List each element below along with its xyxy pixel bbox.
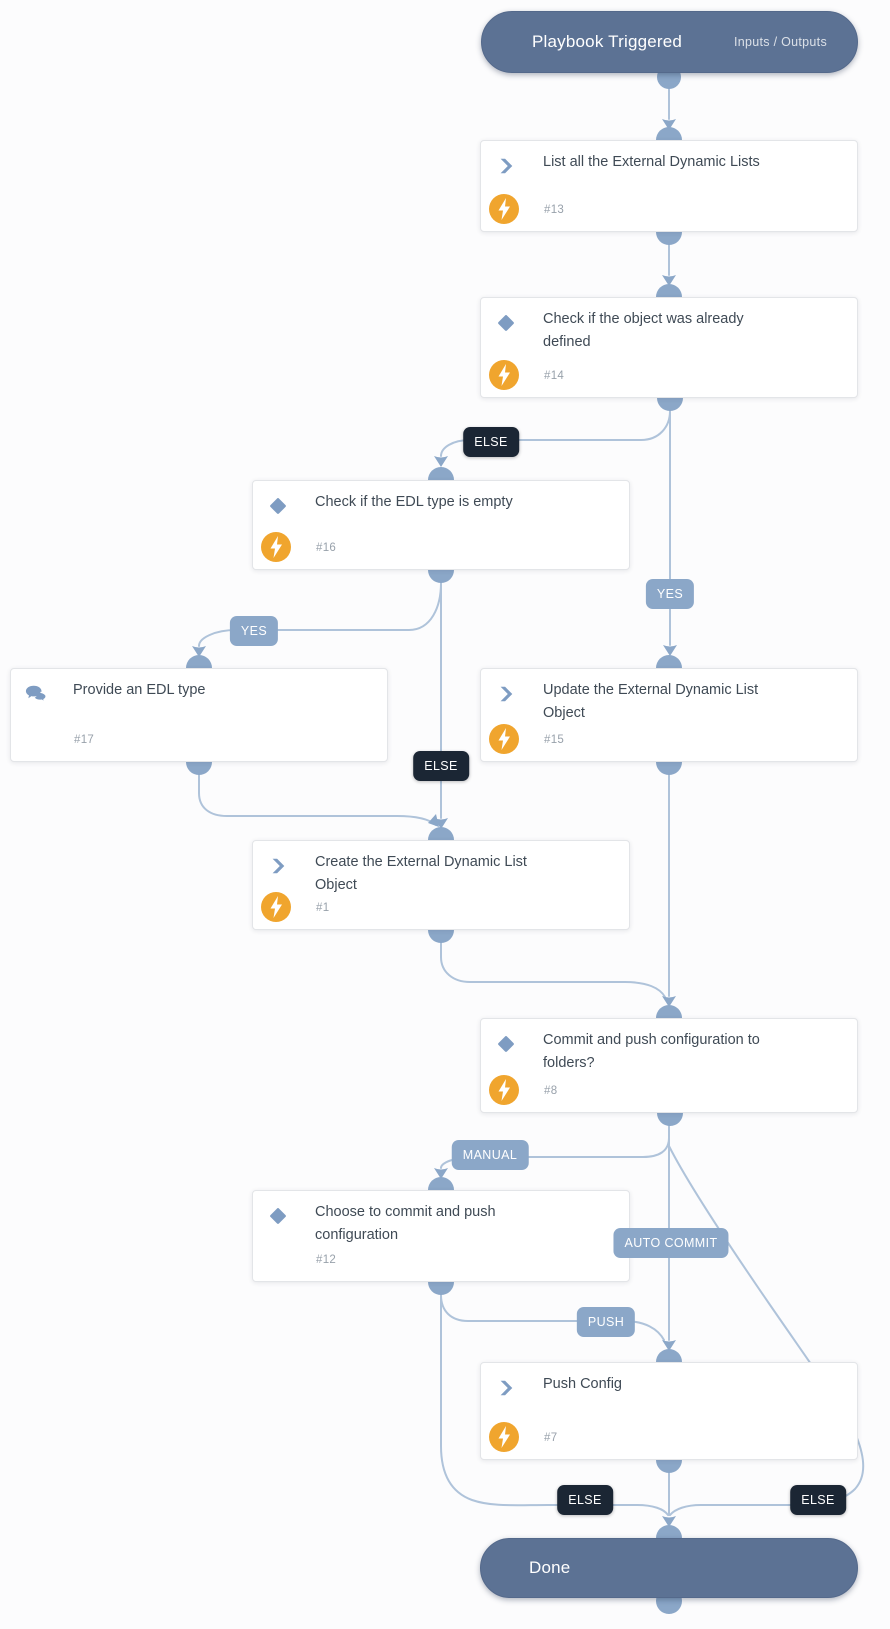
task-title: Check if the object was already defined	[543, 311, 744, 350]
task-id: #1	[316, 902, 330, 914]
task-node-16[interactable]: Check if the EDL type is empty #16	[252, 480, 630, 570]
condition-icon	[267, 1205, 289, 1227]
task-title: Commit and push configuration to folders…	[543, 1032, 760, 1071]
task-node-17[interactable]: Provide an EDL type #17	[10, 668, 388, 762]
task-title: List all the External Dynamic Lists	[543, 154, 760, 170]
task-title: Choose to commit and push configuration	[315, 1204, 496, 1243]
task-node-1[interactable]: Create the External Dynamic List Object …	[252, 840, 630, 930]
edge-label-else-to-16: ELSE	[463, 427, 519, 457]
condition-icon	[495, 1033, 517, 1055]
task-title: Provide an EDL type	[73, 682, 206, 698]
edge-label-yes-to-17: YES	[229, 616, 279, 646]
task-id: #8	[544, 1085, 558, 1097]
task-node-14[interactable]: Check if the object was already defined …	[480, 297, 858, 398]
automation-icon	[489, 1075, 519, 1105]
automation-icon	[489, 1422, 519, 1452]
action-icon	[267, 855, 289, 877]
action-icon	[495, 683, 517, 705]
edge-label-auto-commit: AUTO COMMIT	[613, 1228, 729, 1258]
task-id: #13	[544, 204, 565, 216]
edge-label-push: PUSH	[576, 1307, 636, 1337]
task-id: #16	[316, 542, 337, 554]
task-node-12[interactable]: Choose to commit and push configuration …	[252, 1190, 630, 1282]
task-node-15[interactable]: Update the External Dynamic List Object …	[480, 668, 858, 762]
task-title: Update the External Dynamic List Object	[543, 682, 759, 721]
inputs-outputs-link[interactable]: Inputs / Outputs	[733, 35, 827, 49]
condition-icon	[495, 312, 517, 334]
task-id: #14	[544, 370, 565, 382]
task-node-7[interactable]: Push Config #7	[480, 1362, 858, 1460]
start-node-playbook-triggered[interactable]: Playbook Triggered Inputs / Outputs	[481, 11, 858, 73]
task-title: Create the External Dynamic List Object	[315, 854, 527, 893]
task-id: #12	[316, 1254, 337, 1266]
task-node-13[interactable]: List all the External Dynamic Lists #13	[480, 140, 858, 232]
task-node-8[interactable]: Commit and push configuration to folders…	[480, 1018, 858, 1113]
automation-icon	[261, 892, 291, 922]
task-id: #15	[544, 734, 565, 746]
edge-label-yes-to-15: YES	[645, 579, 695, 609]
automation-icon	[489, 194, 519, 224]
start-node-title: Playbook Triggered	[532, 32, 683, 51]
edge-label-else-to-1: ELSE	[413, 751, 469, 781]
condition-icon	[267, 495, 289, 517]
action-icon	[495, 1377, 517, 1399]
edge-label-else-right: ELSE	[790, 1485, 846, 1515]
manual-input-chat-icon	[25, 683, 47, 705]
task-title: Check if the EDL type is empty	[315, 494, 513, 510]
automation-icon	[489, 360, 519, 390]
action-icon	[495, 155, 517, 177]
task-id: #17	[74, 734, 95, 746]
task-id: #7	[544, 1432, 558, 1444]
end-node-title: Done	[529, 1558, 571, 1577]
end-node-done[interactable]: Done	[480, 1538, 858, 1598]
edge-label-else-left: ELSE	[557, 1485, 613, 1515]
task-title: Push Config	[543, 1376, 622, 1392]
automation-icon	[261, 532, 291, 562]
automation-icon	[489, 724, 519, 754]
edge-label-manual: MANUAL	[451, 1140, 529, 1170]
